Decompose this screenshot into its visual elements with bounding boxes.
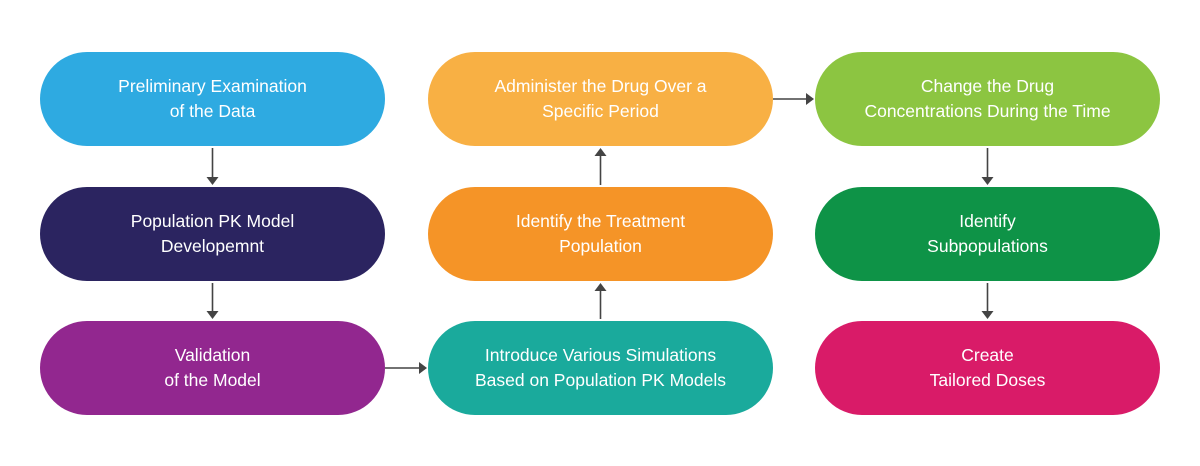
node-label: Validation of the Model: [164, 345, 261, 390]
arrowhead-icon: [206, 311, 219, 319]
arrowhead-icon: [594, 148, 607, 156]
node-label: Introduce Various Simulations Based on P…: [475, 345, 726, 390]
node-label: Change the Drug Concentrations During th…: [864, 76, 1111, 121]
node-identify-subpopulations: Identify Subpopulations: [815, 187, 1160, 281]
node-create-tailored-doses: Create Tailored Doses: [815, 321, 1160, 415]
node-label: Identify the Treatment Population: [515, 211, 686, 256]
arrowhead-icon: [206, 177, 219, 185]
node-identify-treatment-population: Identify the Treatment Population: [428, 187, 773, 281]
node-validation: Validation of the Model: [40, 321, 385, 415]
arrowhead-icon: [981, 177, 994, 185]
node-label: Create Tailored Doses: [929, 345, 1046, 390]
arrowhead-icon: [806, 93, 814, 105]
node-label: Preliminary Examination of the Data: [118, 76, 307, 121]
node-label: Administer the Drug Over a Specific Peri…: [494, 76, 707, 121]
arrowhead-icon: [981, 311, 994, 319]
arrowhead-icon: [419, 362, 427, 374]
node-label: Population PK Model Developemnt: [130, 211, 295, 256]
arrowhead-icon: [594, 283, 607, 291]
node-population-pk-model: Population PK Model Developemnt: [40, 187, 385, 281]
node-change-concentrations: Change the Drug Concentrations During th…: [815, 52, 1160, 146]
node-introduce-simulations: Introduce Various Simulations Based on P…: [428, 321, 773, 415]
node-label: Identify Subpopulations: [927, 211, 1048, 256]
node-administer-drug: Administer the Drug Over a Specific Peri…: [428, 52, 773, 146]
node-preliminary-examination: Preliminary Examination of the Data: [40, 52, 385, 146]
